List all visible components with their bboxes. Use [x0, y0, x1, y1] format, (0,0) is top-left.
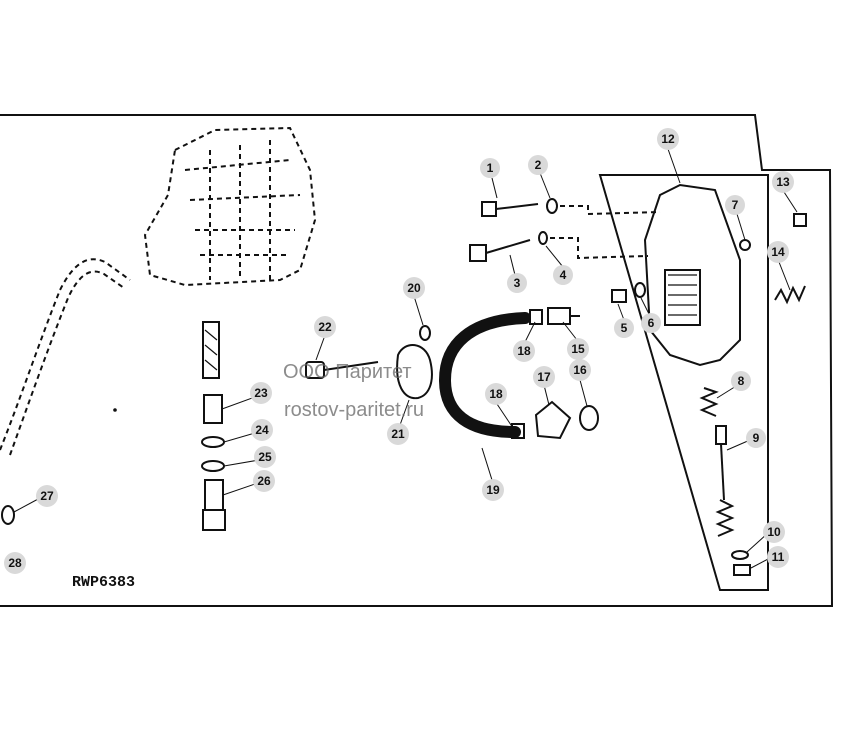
stray-mark — [113, 408, 117, 412]
hose-19 — [438, 312, 531, 438]
svg-text:4: 4 — [560, 268, 567, 282]
callout-9: 9 — [746, 428, 766, 448]
svg-text:17: 17 — [537, 370, 551, 384]
svg-text:23: 23 — [254, 386, 268, 400]
svg-text:11: 11 — [772, 550, 785, 564]
callout-6: 6 — [641, 313, 661, 333]
shaft-stack-23-26 — [201, 321, 226, 531]
nut-7 — [739, 239, 751, 251]
svg-text:20: 20 — [407, 281, 421, 295]
plug-11 — [733, 564, 751, 576]
callout-22: 22 — [314, 316, 336, 338]
callout-23: 23 — [250, 382, 272, 404]
diagram-frame — [0, 114, 834, 607]
svg-text:1: 1 — [487, 161, 494, 175]
dipstick-tube-phantom-inner — [9, 270, 125, 456]
svg-text:2: 2 — [535, 158, 542, 172]
svg-text:8: 8 — [738, 374, 745, 388]
svg-text:5: 5 — [621, 321, 628, 335]
svg-text:25: 25 — [258, 450, 272, 464]
svg-text:6: 6 — [648, 316, 655, 330]
bolt-3 — [469, 239, 531, 262]
callout-3: 3 — [507, 273, 527, 293]
svg-text:3: 3 — [514, 276, 521, 290]
figure-code: RWP6383 — [72, 574, 135, 591]
spring-14 — [774, 285, 806, 305]
valve-9 — [715, 425, 735, 537]
callout-13: 13 — [772, 171, 794, 193]
svg-text:14: 14 — [771, 245, 785, 259]
svg-text:26: 26 — [257, 474, 271, 488]
svg-text:10: 10 — [767, 525, 781, 539]
dipstick-tube-phantom — [0, 258, 131, 451]
svg-text:28: 28 — [8, 556, 22, 570]
cover-12 — [643, 183, 741, 367]
callout-8: 8 — [731, 371, 751, 391]
svg-text:18: 18 — [489, 387, 503, 401]
svg-text:18: 18 — [517, 344, 531, 358]
callout-7: 7 — [725, 195, 745, 215]
callout-leaders — [13, 148, 798, 569]
callout-25: 25 — [254, 446, 276, 468]
callout-19: 19 — [482, 479, 504, 501]
washer-20 — [419, 325, 431, 341]
callout-17: 17 — [533, 366, 555, 388]
plug-5 — [611, 289, 627, 303]
clamp-18-lower — [511, 423, 525, 439]
clamp-18-upper — [529, 309, 543, 325]
callout-20: 20 — [403, 277, 425, 299]
svg-text:9: 9 — [753, 431, 760, 445]
leader-2 — [560, 205, 661, 216]
washer-2 — [546, 198, 558, 214]
o-ring-27 — [1, 505, 15, 525]
cover-group-boundary — [598, 174, 769, 591]
spring-8 — [699, 387, 719, 417]
callout-1: 1 — [480, 158, 500, 178]
bolt-1 — [481, 201, 539, 217]
callout-11: 11 — [767, 546, 789, 568]
svg-text:13: 13 — [776, 175, 790, 189]
callout-26: 26 — [253, 470, 275, 492]
nut-13 — [793, 213, 807, 227]
callout-18-lower: 18 — [485, 383, 507, 405]
svg-text:22: 22 — [318, 320, 332, 334]
svg-text:27: 27 — [40, 489, 54, 503]
callout-2: 2 — [528, 155, 548, 175]
callout-21: 21 — [387, 423, 409, 445]
svg-text:21: 21 — [391, 427, 405, 441]
svg-text:15: 15 — [571, 342, 585, 356]
svg-text:24: 24 — [255, 423, 269, 437]
watermark-url: rostov-paritet.ru — [284, 399, 424, 421]
watermark-company: ООО Паритет — [283, 361, 412, 383]
o-ring-10 — [731, 550, 749, 560]
svg-text:7: 7 — [732, 198, 739, 212]
engine-block-phantom — [143, 126, 317, 287]
callout-15: 15 — [567, 338, 589, 360]
callout-18-upper: 18 — [513, 340, 535, 362]
callout-24: 24 — [251, 419, 273, 441]
callout-5: 5 — [614, 318, 634, 338]
o-ring-16 — [579, 405, 599, 431]
callout-16: 16 — [569, 359, 591, 381]
svg-text:16: 16 — [573, 363, 587, 377]
fitting-17 — [534, 400, 572, 440]
o-ring-6 — [634, 282, 646, 298]
callout-28: 28 — [4, 552, 26, 574]
callout-4: 4 — [553, 265, 573, 285]
leader-4 — [550, 237, 649, 260]
fitting-15 — [547, 307, 580, 325]
callout-10: 10 — [763, 521, 785, 543]
svg-text:19: 19 — [486, 483, 500, 497]
callout-27: 27 — [36, 485, 58, 507]
callout-14: 14 — [767, 241, 789, 263]
callout-12: 12 — [657, 128, 679, 150]
svg-text:12: 12 — [661, 132, 675, 146]
bolt-22 — [305, 361, 379, 379]
gasket-21 — [396, 344, 433, 400]
washer-4 — [538, 231, 548, 245]
